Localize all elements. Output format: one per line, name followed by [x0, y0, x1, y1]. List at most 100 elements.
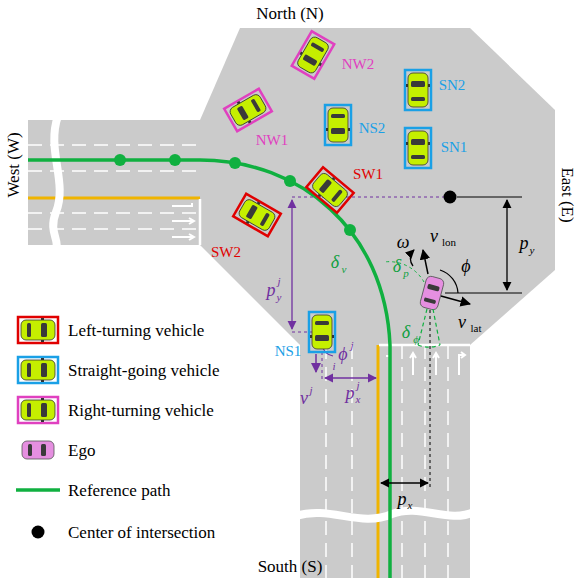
- math-superscript: j: [356, 380, 359, 391]
- reference-path: [284, 175, 296, 187]
- math-symbol: δ: [331, 253, 339, 271]
- legend-sample: [21, 318, 55, 342]
- lane-marking: [296, 511, 474, 519]
- vehicle: [406, 131, 430, 165]
- lane-marking: [351, 345, 353, 578]
- dimension-line: [292, 197, 444, 198]
- math-symbol: v: [300, 389, 308, 407]
- math-subscript: p: [403, 268, 409, 279]
- legend-sample: [18, 357, 58, 383]
- math-symbol: ω: [397, 233, 410, 251]
- lane-marking: [28, 116, 474, 578]
- legend-sample: [22, 441, 54, 459]
- vehicle: [236, 196, 277, 234]
- ego-annotation: [381, 197, 522, 490]
- dimension-line: [315, 354, 317, 372]
- lane-marking: [379, 344, 470, 347]
- road: [300, 330, 470, 578]
- vehicle: [233, 194, 281, 237]
- math-symbol: p: [398, 490, 407, 508]
- lane-marking: [199, 199, 202, 245]
- legend-sample: [21, 358, 55, 382]
- vehicle: [233, 194, 281, 237]
- ego-annotation: [418, 345, 440, 347]
- math-symbol: ϕ: [461, 257, 470, 275]
- vehicle: [224, 89, 272, 132]
- math-superscript: j: [309, 385, 312, 396]
- legend-sample: [18, 397, 58, 423]
- math-subscript: y: [530, 245, 535, 256]
- direction-label: West (W): [5, 132, 22, 197]
- vehicle: [309, 312, 335, 352]
- lane-marking: [386, 352, 465, 375]
- road: [200, 28, 555, 345]
- vehicle-label: SW2: [211, 245, 241, 260]
- lane-marking: [401, 345, 403, 578]
- vehicle: [325, 105, 351, 145]
- vehicle-label: NW2: [342, 57, 375, 72]
- ego-annotation: [441, 296, 470, 304]
- legend-sample: [32, 526, 45, 539]
- vehicle: [224, 31, 445, 352]
- vehicle: [309, 312, 335, 352]
- dimension-line: [292, 197, 444, 380]
- legend-text: Straight-going vehicle: [68, 362, 220, 379]
- math-superscript: j: [350, 340, 353, 351]
- ego-annotation: [440, 270, 458, 293]
- vehicle: [306, 167, 353, 213]
- vehicle: [224, 89, 272, 132]
- dimension-line: [322, 352, 323, 380]
- direction-label: South (S): [258, 558, 323, 575]
- legend-sample: [21, 398, 55, 422]
- vehicle-label: NS1: [275, 344, 302, 359]
- reference-path: [169, 154, 181, 166]
- road: [28, 28, 555, 578]
- math-subscript: i: [332, 361, 335, 372]
- vehicle: [310, 315, 334, 349]
- vehicle-label: NS2: [359, 121, 386, 136]
- vehicle: [405, 70, 431, 110]
- math-symbol: p: [346, 384, 355, 402]
- legend-sample: [18, 317, 58, 343]
- vehicle: [306, 167, 353, 213]
- vehicle-label: SN2: [439, 78, 466, 93]
- lane-marking: [377, 345, 380, 578]
- math-symbol: v: [458, 313, 466, 331]
- ego-annotation: [430, 310, 431, 490]
- vehicle: [405, 70, 431, 110]
- legend-text: Right-turning vehicle: [68, 402, 214, 419]
- ego-annotation: [381, 482, 428, 483]
- math-subscript: x: [408, 500, 413, 511]
- legend-text: Ego: [68, 442, 95, 459]
- vehicle: [294, 34, 332, 75]
- lane-marking: [172, 203, 194, 240]
- vehicle: [227, 91, 268, 129]
- math-symbol: p: [520, 234, 529, 252]
- legend-text: Left-turning vehicle: [68, 322, 204, 339]
- math-subscript: ϕ: [413, 334, 419, 345]
- lane-marking: [28, 197, 200, 200]
- lane-marking: [53, 116, 60, 249]
- direction-label: North (N): [256, 5, 324, 22]
- reference-path: [28, 154, 390, 578]
- lane-marking: [447, 345, 449, 578]
- ego-annotation: [457, 197, 522, 198]
- legend-sample: [18, 357, 58, 383]
- math-superscript: j: [277, 276, 280, 287]
- legend-text: Center of intersection: [68, 524, 215, 541]
- vehicle: [326, 108, 350, 142]
- math-symbol: ϕ: [338, 345, 347, 363]
- math-subscript: y: [277, 292, 282, 303]
- legend-sample: [18, 397, 58, 423]
- math-symbol: δ: [402, 323, 410, 341]
- vehicle: [292, 31, 335, 79]
- math-symbol: v: [430, 227, 438, 245]
- ego-annotation: [506, 200, 507, 290]
- reference-path: [229, 157, 241, 169]
- intersection-center: [444, 191, 457, 204]
- math-symbol: δ: [393, 257, 401, 275]
- legend-sample: [16, 317, 60, 539]
- vehicle: [292, 31, 335, 79]
- ego-annotation: [418, 309, 440, 345]
